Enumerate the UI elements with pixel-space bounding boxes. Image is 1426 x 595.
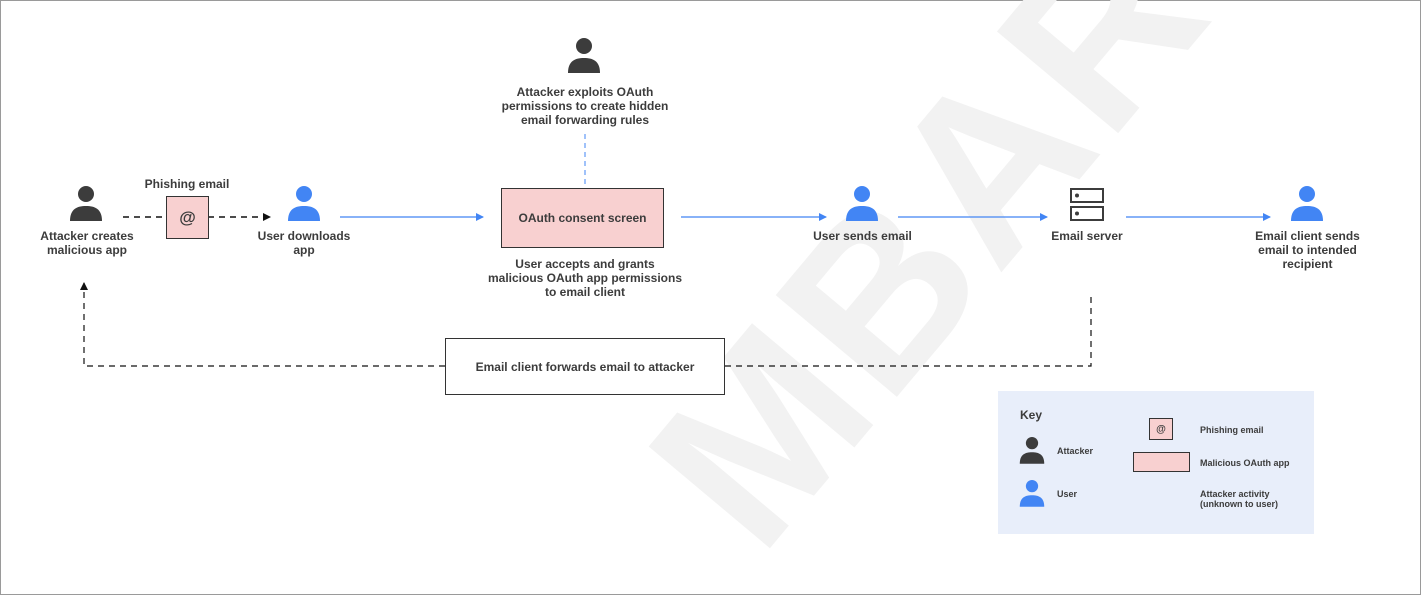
phishing-symbol: @ (179, 207, 196, 227)
email-server-label: Email server (1051, 229, 1123, 243)
email-client-sends-label: Email client sends email to intended rec… (1255, 229, 1360, 271)
user-downloads-icon (288, 186, 320, 221)
phishing-email-label: Phishing email (144, 177, 230, 191)
key-phishing-label: Phishing email (1200, 425, 1264, 435)
email-client-icon (1291, 186, 1323, 221)
user-sends-label: User sends email (813, 229, 912, 243)
attacker-icon (70, 186, 102, 221)
key-attacker-activity-label: Attacker activity (unknown to user) (1200, 489, 1278, 509)
key-title: Key (1020, 408, 1043, 422)
attacker-exploits-label: Attacker exploits OAuth permissions to c… (501, 85, 669, 127)
user-accepts-label: User accepts and grants malicious OAuth … (487, 257, 683, 299)
key-attacker-icon (1019, 437, 1045, 464)
attacker-exploits-icon (568, 38, 600, 73)
key-phishing-symbol: @ (1156, 423, 1166, 435)
forward-box: Email client forwards email to attacker (445, 338, 725, 395)
key-malicious-app-label: Malicious OAuth app (1200, 458, 1290, 468)
key-user-label: User (1057, 489, 1078, 499)
attacker-creates-label: Attacker creates malicious app (40, 229, 134, 257)
key-malicious-app-swatch (1133, 452, 1190, 472)
email-server-icon (1070, 188, 1104, 221)
forward-label: Email client forwards email to attacker (475, 359, 695, 374)
key-phishing-icon: @ (1149, 418, 1173, 440)
user-sends-icon (846, 186, 878, 221)
phishing-email-icon: @ (166, 196, 209, 239)
key-attacker-label: Attacker (1057, 446, 1094, 456)
edge-forward-loop (724, 297, 1092, 367)
user-downloads-label: User downloads app (257, 229, 351, 257)
key-user-icon (1019, 480, 1045, 507)
oauth-consent-label: OAuth consent screen (518, 211, 647, 225)
edge-forward-loop-left (80, 282, 445, 367)
oauth-consent-box: OAuth consent screen (501, 188, 664, 248)
